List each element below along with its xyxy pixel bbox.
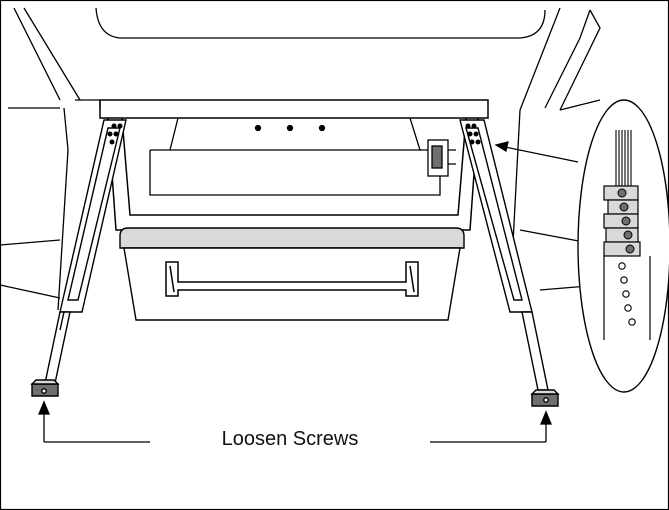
loosen-screws-callout-lines <box>38 400 552 443</box>
hole-detail-inset <box>577 99 669 393</box>
loosen-screws-label: Loosen Screws <box>150 427 430 451</box>
rail-bracket <box>427 139 456 177</box>
detail-pointer-arrow <box>494 141 579 163</box>
right-slide-rail <box>459 119 560 407</box>
left-slide-rail <box>30 119 127 397</box>
drawer-handle <box>165 261 419 297</box>
